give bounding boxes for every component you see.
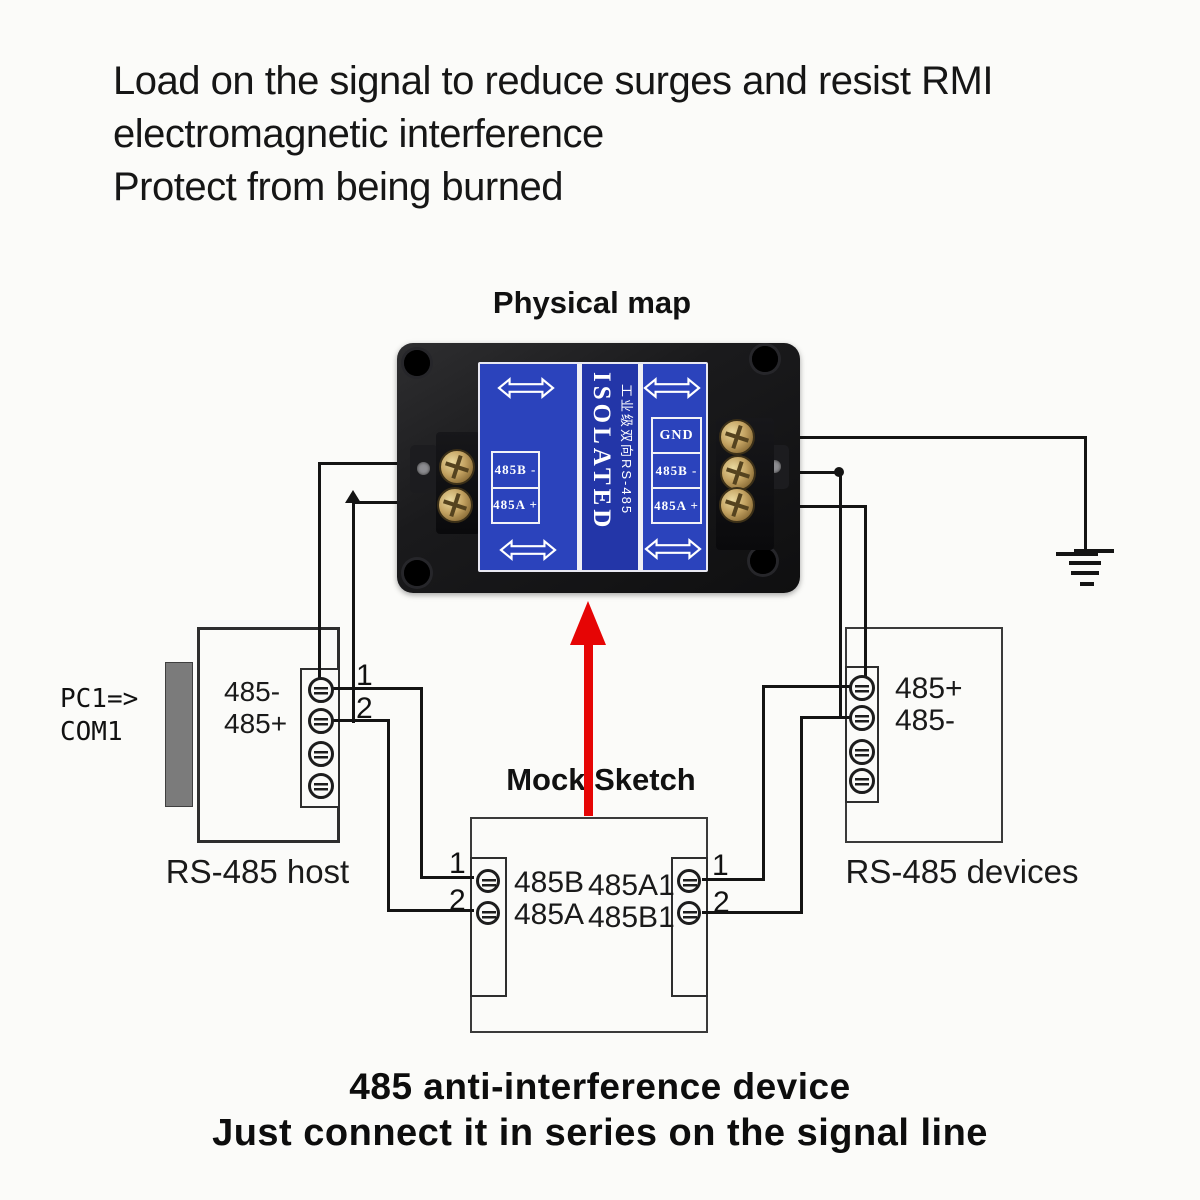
ear-hole — [417, 462, 430, 475]
double-arrow-icon — [497, 377, 555, 399]
wire-segment — [420, 876, 474, 879]
host-485-minus-label: 485- — [224, 676, 281, 707]
wire-segment-gnd — [1084, 436, 1087, 553]
label-center-strip: ISOLATED 工业级双向RS-485 — [577, 364, 643, 570]
mounting-hole — [750, 548, 776, 574]
wire-segment — [800, 716, 803, 914]
double-arrow-icon — [643, 377, 701, 399]
screw-terminal — [849, 739, 875, 765]
mock-485a1-label: 485A1 — [588, 869, 675, 902]
host-terminal-1: 1 — [356, 659, 373, 692]
label-gnd: GND — [659, 427, 694, 443]
screw-terminal — [849, 705, 875, 731]
footer-line-2: Just connect it in series on the signal … — [212, 1112, 988, 1154]
wire-segment — [864, 505, 867, 687]
mock-485a-label: 485A — [514, 898, 585, 931]
isolator-device-photo: ISOLATED 工业级双向RS-485 485B - 485A + GND 4… — [397, 343, 800, 593]
brass-screw — [719, 419, 755, 455]
pc-com-label: PC1=> COM1 — [60, 684, 139, 747]
mounting-hole — [404, 350, 430, 376]
mock-right-terminal-1: 1 — [712, 849, 729, 882]
wire-segment — [319, 462, 450, 465]
wire-segment — [770, 505, 867, 508]
wire-segment — [762, 685, 850, 688]
host-485-plus-label: 485+ — [224, 708, 288, 739]
mock-sketch-title: Mock Sketch — [506, 762, 696, 797]
screw-terminal — [849, 768, 875, 794]
wire-segment — [318, 462, 321, 681]
brass-screw — [720, 455, 756, 491]
wire-segment — [387, 719, 390, 911]
double-arrow-icon — [644, 538, 702, 560]
screw-terminal — [308, 708, 334, 734]
wire-segment — [333, 719, 390, 722]
wire-junction-dot — [834, 467, 844, 477]
isolated-brand-text: ISOLATED — [588, 372, 615, 532]
double-arrow-icon — [499, 539, 557, 561]
devices-485-minus-label: 485- — [895, 704, 956, 737]
screw-terminal — [308, 741, 334, 767]
brass-screw — [719, 487, 755, 523]
header-line-1: Load on the signal to reduce surges and … — [113, 59, 993, 103]
header-text: Load on the signal to reduce surges and … — [113, 55, 993, 214]
wire-segment — [839, 471, 842, 719]
devices-485-plus-label: 485+ — [895, 672, 963, 705]
mock-right-terminal-2: 2 — [713, 886, 730, 919]
footer-line-1: 485 anti-interference device — [349, 1066, 851, 1107]
mounting-hole — [752, 346, 778, 372]
device-blue-label: ISOLATED 工业级双向RS-485 485B - 485A + GND 4… — [478, 362, 708, 572]
mock-485b-label: 485B — [514, 866, 585, 899]
screw-terminal — [476, 901, 500, 925]
header-line-3: Protect from being burned — [113, 165, 563, 209]
screw-terminal — [849, 675, 875, 701]
host-connector-bar — [165, 662, 193, 807]
host-terminal-2: 2 — [356, 692, 373, 725]
red-arrow-icon — [570, 601, 606, 645]
wire-segment — [770, 471, 842, 474]
devices-caption: RS-485 devices — [845, 853, 1079, 890]
wire-segment — [800, 716, 850, 719]
header-line-2: electromagnetic interference — [113, 112, 604, 156]
mock-left-terminal-1: 1 — [449, 847, 466, 880]
mock-left-terminal-2: 2 — [449, 884, 466, 917]
mounting-ear — [410, 445, 438, 493]
brass-screw — [437, 487, 473, 523]
brass-screw — [439, 449, 475, 485]
screw-terminal — [677, 869, 701, 893]
wire-segment — [702, 911, 803, 914]
screw-terminal — [476, 869, 500, 893]
label-485a-plus: 485A + — [653, 487, 700, 522]
mounting-hole — [404, 560, 430, 586]
label-485b-minus: 485B - — [494, 461, 537, 477]
wire-arrowhead — [345, 490, 361, 503]
screw-terminal — [677, 901, 701, 925]
label-right-terminal-box: GND 485B - 485A + — [651, 417, 702, 524]
label-485b-minus: 485B - — [653, 452, 700, 487]
host-caption: RS-485 host — [165, 853, 350, 890]
label-485a-plus: 485A + — [493, 486, 538, 523]
mock-485b1-label: 485B1 — [588, 901, 675, 934]
physical-map-title: Physical map — [492, 285, 692, 320]
red-arrow-shaft — [584, 640, 593, 816]
wire-segment — [762, 685, 765, 881]
wire-segment — [387, 909, 474, 912]
chinese-model-text: 工业级双向RS-485 — [619, 384, 634, 516]
wire-segment — [702, 878, 765, 881]
screw-terminal — [308, 677, 334, 703]
label-left-terminal-box: 485B - 485A + — [491, 451, 540, 524]
screw-terminal — [308, 773, 334, 799]
wire-segment — [333, 687, 423, 690]
wire-segment-gnd — [770, 436, 1087, 439]
wire-segment — [352, 501, 355, 723]
wire-segment — [420, 687, 423, 878]
